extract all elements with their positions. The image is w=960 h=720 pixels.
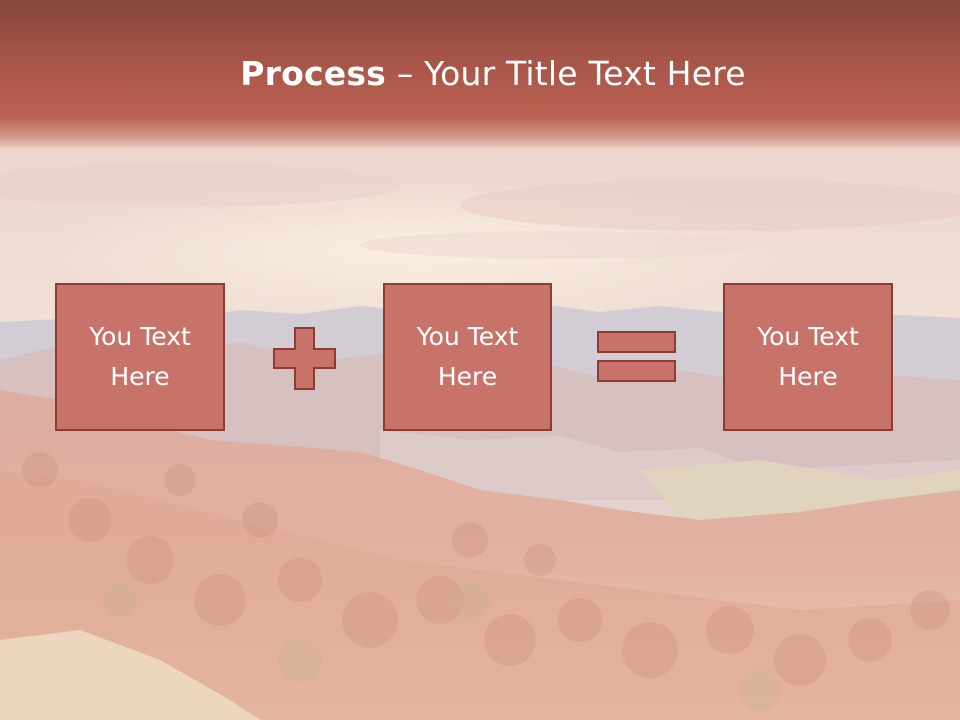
box-3-line-1: You Text xyxy=(757,322,859,351)
title-band xyxy=(0,0,960,150)
plus-icon xyxy=(273,327,336,390)
box-3-line-2: Here xyxy=(778,362,838,391)
box-1-line-2: Here xyxy=(110,362,170,391)
box-2-line-2: Here xyxy=(437,362,498,391)
process-box-1[interactable]: You Text Here xyxy=(55,283,225,431)
box-2-line-1: You Text xyxy=(416,322,519,351)
slide-title: Process – Your Title Text Here xyxy=(0,52,960,96)
process-box-2[interactable]: You Text Here xyxy=(383,283,552,431)
title-bold: Process xyxy=(240,54,387,93)
process-box-3[interactable]: You Text Here xyxy=(723,283,893,431)
equals-icon xyxy=(597,330,677,385)
title-rest: – Your Title Text Here xyxy=(386,54,746,93)
box-1-line-1: You Text xyxy=(89,322,191,351)
